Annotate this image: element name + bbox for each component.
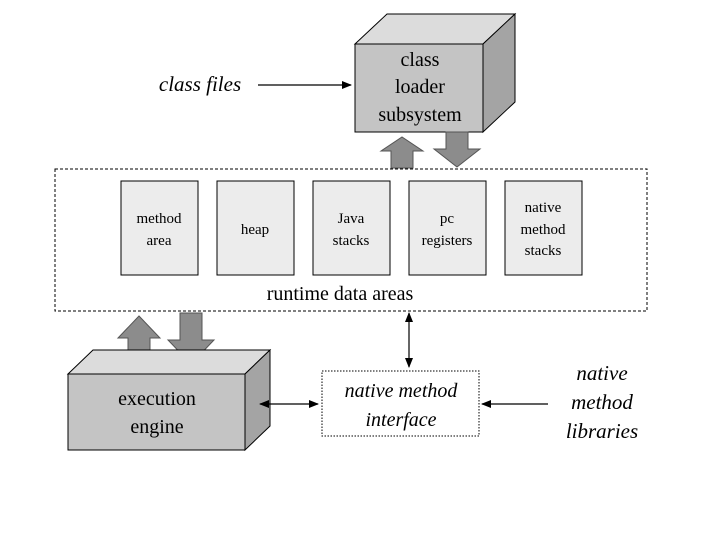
- cube-front: [67, 373, 246, 451]
- native-method-interface-line-1: native method: [345, 380, 459, 402]
- heap-box: [216, 180, 295, 276]
- class-loader-line-3: subsystem: [378, 104, 462, 126]
- method-area-line-1: method: [137, 211, 182, 227]
- native-method-interface-line-2: interface: [365, 409, 436, 431]
- class-loader-line-2: loader: [395, 76, 445, 98]
- pc-registers-box: [408, 180, 487, 276]
- class-loader-subsystem: class loader subsystem: [353, 12, 517, 134]
- native-method-stacks-line-3: stacks: [525, 243, 562, 259]
- native-method-interface-border: [321, 370, 480, 437]
- method-area-line-2: area: [147, 233, 172, 249]
- native-method-interface: native method interface: [321, 370, 480, 437]
- runtime-data-areas: method area heap Java stacks pc register…: [54, 168, 648, 312]
- pc-registers-line-2: registers: [422, 233, 473, 249]
- execution-engine-line-2: engine: [130, 416, 183, 438]
- block-arrow-up-to-class-loader: [379, 136, 425, 169]
- cube-top: [66, 349, 272, 375]
- execution-engine-line-1: execution: [118, 388, 196, 410]
- native-method-stacks-box: [504, 180, 583, 276]
- runtime-data-areas-border: [54, 168, 648, 312]
- heap-line-1: heap: [241, 222, 269, 238]
- class-files-label: class files: [159, 72, 241, 96]
- native-method-libraries-line-3: libraries: [566, 419, 638, 443]
- execution-engine: execution engine: [66, 348, 272, 452]
- java-stacks-line-1: Java: [338, 211, 365, 227]
- runtime-data-areas-label: runtime data areas: [267, 283, 414, 305]
- block-arrow-down-from-class-loader: [432, 131, 482, 168]
- pc-registers-line-1: pc: [440, 211, 455, 227]
- method-area-box: [120, 180, 199, 276]
- class-loader-line-1: class: [401, 49, 440, 71]
- native-method-libraries: native method libraries: [566, 361, 638, 443]
- native-method-stacks-line-2: method: [521, 222, 566, 238]
- native-method-libraries-line-1: native: [576, 361, 627, 385]
- native-method-stacks-line-1: native: [525, 200, 562, 216]
- native-method-libraries-line-2: method: [571, 390, 633, 414]
- java-stacks-box: [312, 180, 391, 276]
- cube-front: [354, 43, 484, 133]
- java-stacks-line-2: stacks: [333, 233, 370, 249]
